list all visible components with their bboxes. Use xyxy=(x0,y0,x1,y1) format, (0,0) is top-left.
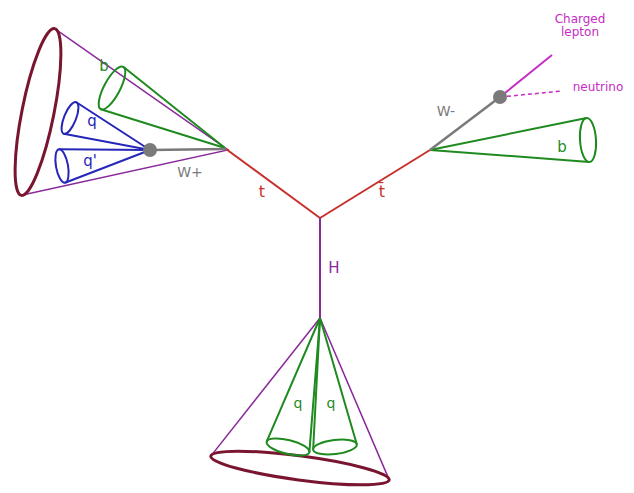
b-jet-cone xyxy=(265,318,320,459)
antitop-line xyxy=(320,150,430,218)
neutrino-label: neutrino xyxy=(573,81,624,94)
lepton-label: Charged lepton xyxy=(544,13,616,39)
fat-jet-cone-sides xyxy=(211,318,389,480)
b-jet-cone xyxy=(94,63,225,148)
b-jet-cone-sides xyxy=(430,118,589,162)
q-jet-cone-sides xyxy=(64,102,150,150)
lepton-line xyxy=(500,55,552,97)
quark-label: q xyxy=(87,113,97,130)
b-jet-cone-mouth xyxy=(579,118,598,163)
q-jet-cone-mouth xyxy=(58,100,82,136)
higgs-line xyxy=(319,218,321,318)
boson-label: W- xyxy=(437,104,455,119)
top-label: t̄ xyxy=(379,183,385,201)
b-jet-cone xyxy=(312,318,357,456)
w-boson-line xyxy=(150,149,226,150)
neutrino-line xyxy=(500,91,562,97)
b-jet-cone-sides xyxy=(101,67,225,148)
bquark-label: b xyxy=(557,139,567,156)
higgs-label: H xyxy=(328,260,339,277)
q-jet-cone-mouth xyxy=(53,148,71,184)
fat-jet-cone-mouth xyxy=(209,444,391,492)
b-jet-cone-sides xyxy=(267,318,320,452)
top-line xyxy=(226,149,320,218)
q-jet-cone xyxy=(58,100,150,150)
bquark-label: q xyxy=(294,396,303,411)
b-jet-cone xyxy=(430,118,597,163)
fat-jet-cone-mouth xyxy=(6,26,71,199)
boson-label: W+ xyxy=(177,165,203,180)
b-jet-cone-mouth xyxy=(94,63,131,113)
q-jet-cone xyxy=(53,148,150,184)
bquark-label: b xyxy=(99,58,109,75)
decay-vertex xyxy=(493,90,507,104)
w-boson-line xyxy=(430,97,500,150)
q-jet-cone-sides xyxy=(59,149,150,182)
b-jet-cone-mouth xyxy=(312,438,357,457)
fat-jet-cone-sides xyxy=(21,29,228,196)
fat-jet-cone xyxy=(209,318,391,492)
decay-vertex xyxy=(143,143,157,157)
top-label: t xyxy=(259,183,265,201)
fat-jet-cone xyxy=(6,26,228,199)
b-jet-cone-mouth xyxy=(265,435,311,459)
quark-label: q' xyxy=(83,153,97,170)
b-jet-cone-sides xyxy=(313,318,357,450)
bquark-label: q xyxy=(327,396,336,411)
